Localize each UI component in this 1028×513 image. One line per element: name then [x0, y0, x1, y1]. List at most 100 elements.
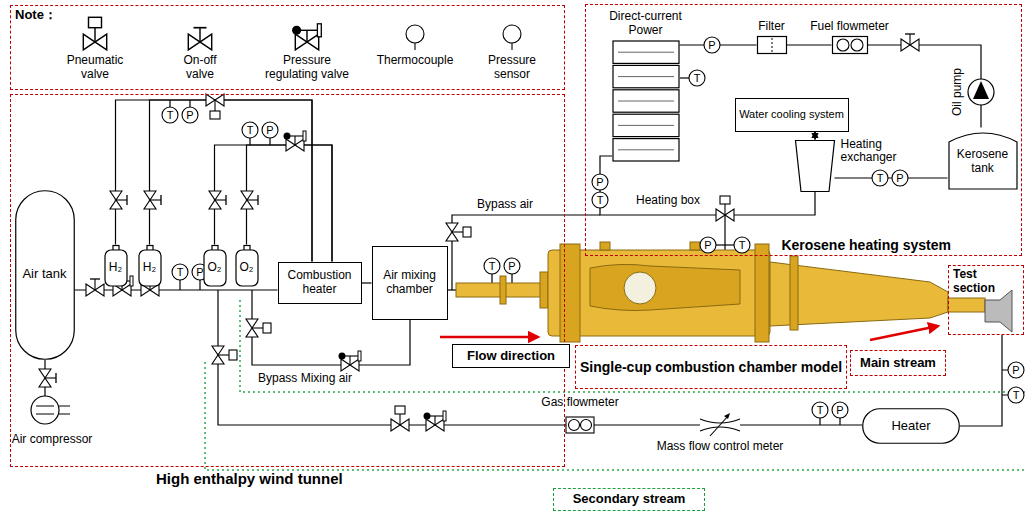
pipe-connector [868, 45, 982, 128]
outline-part [771, 38, 772, 52]
pneumatic-valve [206, 94, 224, 119]
node-outline [612, 40, 680, 162]
sensor-letter: T [247, 124, 254, 136]
sensor-letter: T [167, 109, 174, 121]
pipe-connector [75, 289, 278, 290]
sensor-symbol [592, 192, 608, 208]
legend-item: On-off valve [170, 16, 230, 82]
flange [755, 244, 769, 342]
pneumatic-valve [212, 346, 237, 364]
flow-arrow [440, 336, 538, 339]
sensor-letter: P [708, 39, 715, 51]
pneumatic-valve [446, 223, 471, 241]
legend-sample [477, 16, 547, 52]
pneumatic-valve [246, 319, 271, 337]
pipe-connector [150, 100, 313, 262]
outline-part [613, 41, 679, 63]
sensor-letter: P [186, 109, 193, 121]
system-region: H₂H₂O₂O₂Air tankCombustion heaterAir mix… [10, 94, 565, 467]
flowmeter-symbol: Fuel flowmeter [832, 36, 868, 54]
outline-part [949, 133, 1017, 189]
on-off-valve [241, 191, 258, 209]
part-label: Mass flow control meter [657, 440, 784, 453]
sensor-letter: T [597, 194, 604, 206]
outline-part [105, 250, 127, 286]
caption-box: Main stream [850, 350, 946, 376]
outline-part [795, 140, 834, 191]
sensor-stem [170, 100, 190, 107]
pipe-connector [787, 44, 832, 45]
sensor-symbol [592, 174, 608, 190]
node-label: Heating exchanger [841, 138, 907, 166]
caption-box: Flow direction [452, 344, 570, 368]
test-nozzle [985, 290, 1012, 332]
node-label: Main stream [860, 356, 936, 371]
node-label: Air tank [22, 267, 66, 282]
sensor-symbol [892, 170, 908, 186]
part-label: Oil pump [951, 68, 964, 116]
chamber-model [456, 242, 985, 342]
legend-sample [60, 16, 130, 52]
gas-cylinder: H₂ [138, 245, 162, 287]
on-off-valve [86, 279, 104, 296]
window [624, 272, 656, 304]
sensor-letter: P [596, 176, 603, 188]
pipe-group [45, 78, 1008, 425]
pneumatic-valve [391, 406, 409, 431]
sensor-stem [820, 418, 840, 425]
sensor-symbol [832, 402, 848, 418]
sensor-stem [250, 138, 270, 145]
outline-part [618, 76, 674, 77]
sensor-symbol [504, 258, 520, 274]
node-outline [795, 140, 835, 192]
oil-pump-arrow [973, 81, 989, 99]
liner [590, 264, 740, 310]
knob [690, 242, 700, 250]
pressure-regulating-valve [339, 351, 362, 371]
process-box: Air mixing chamber [372, 246, 448, 320]
legend-label: Thermocouple [375, 54, 455, 68]
outline-part [236, 250, 258, 286]
sensor-letter: P [1012, 364, 1019, 376]
sensor-symbol [162, 107, 178, 123]
test-section-box: Test section [948, 265, 1024, 335]
heat-exchanger: Heating exchanger [795, 140, 835, 192]
mass-flow-control-symbol [700, 413, 740, 436]
outline-part [613, 89, 679, 111]
region-title: High enthalpy wind tunnel [156, 470, 343, 487]
node-label: Flow direction [467, 349, 555, 364]
valve-symbol [83, 17, 106, 50]
outline-part [139, 250, 161, 286]
outline-part [613, 138, 679, 160]
sensor-symbol [182, 107, 198, 123]
pressure-regulating-valve [284, 131, 307, 151]
outline-part [613, 114, 679, 136]
gas-flowmeter-symbol [566, 417, 594, 433]
caption-box: Single-cup combustion chamber model [575, 345, 847, 389]
sensor-symbol [406, 25, 424, 43]
outline-part [15, 190, 74, 359]
part-label: Air compressor [12, 433, 93, 446]
sensor-symbol [689, 70, 705, 86]
node-label: Direct-current Power [594, 10, 698, 38]
sensor-stem [414, 43, 415, 50]
on-off-valve [110, 191, 127, 209]
valve-symbol [188, 28, 211, 50]
legend-label: Pressure sensor [477, 54, 547, 82]
node-label: H₂ [109, 261, 122, 275]
legend-sample [375, 16, 455, 52]
sensor-symbol [484, 258, 500, 274]
sensor-letter: T [1013, 389, 1020, 401]
node-label: Test section [953, 268, 1019, 296]
node-label: Combustion heater [282, 269, 358, 297]
sensor-stem [680, 77, 689, 78]
fuel-pipe [600, 156, 716, 215]
region-title: Kerosene heating system [781, 237, 951, 253]
on-off-valve [39, 369, 56, 387]
outline-part [613, 65, 679, 87]
fuel-pipe [734, 192, 815, 215]
on-off-valve [144, 191, 161, 209]
sensor-letter: T [177, 266, 184, 278]
part-label: Bypass Mixing air [258, 372, 352, 385]
